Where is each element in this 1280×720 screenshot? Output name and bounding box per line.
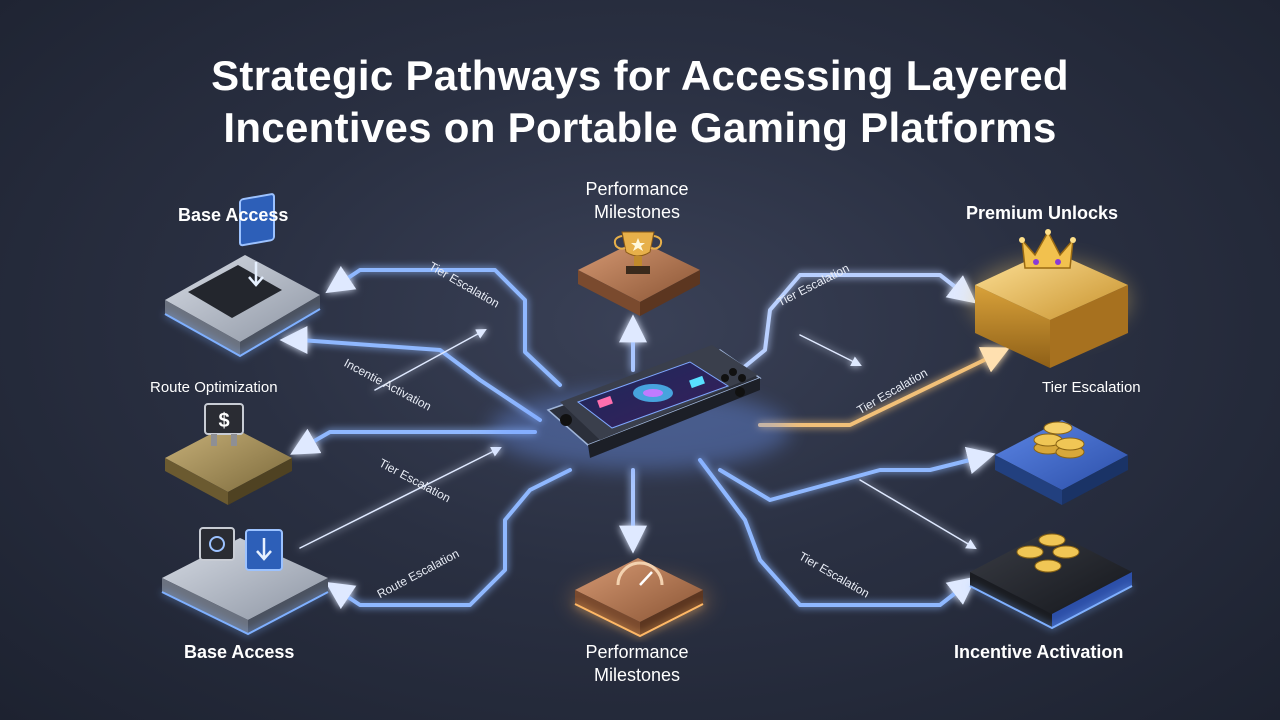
premium-unlocks-block (970, 229, 1130, 368)
path-to-incentive-activation (698, 458, 977, 607)
path-to-base-access-bottom (325, 468, 572, 610)
base-access-bottom-block (161, 527, 329, 636)
blue-coins-block (995, 420, 1128, 505)
label-performance-top: Performance Milestones (572, 178, 702, 224)
route-optimization-block: $ (165, 403, 292, 505)
gauge-icon (616, 561, 664, 586)
thin-arrow-1 (374, 328, 487, 391)
thin-arrow-3 (799, 334, 862, 366)
crown-icon (1019, 229, 1076, 269)
incentive-activation-block (969, 530, 1133, 630)
label-base-access-top: Base Access (178, 205, 289, 225)
label-performance-bottom-line2: Milestones (593, 665, 681, 685)
path-to-route-optimization (290, 428, 537, 455)
pathways (279, 265, 1011, 610)
coin-stack-icon (1016, 533, 1080, 573)
title-line-1: Strategic Pathways for Accessing Layered (211, 52, 1069, 99)
path-to-premium-unlocks-gold (758, 347, 1011, 427)
thin-arrow-2 (299, 447, 502, 549)
path-to-blue-coins (718, 446, 996, 502)
label-tier-escalation-right: Tier Escalation (1042, 379, 1141, 396)
path-to-premium-unlocks (708, 273, 977, 397)
trophy-icon (613, 231, 663, 274)
download-icon (239, 193, 275, 247)
performance-top-block (578, 231, 700, 316)
dollar-icon: $ (218, 410, 229, 432)
label-base-access-bottom: Base Access (184, 642, 295, 662)
path-to-base-access-top-2 (279, 326, 542, 422)
page-title: Strategic Pathways for Accessing Layered… (140, 50, 1140, 154)
performance-bottom-block (570, 558, 710, 638)
thin-arrow-4 (859, 479, 977, 550)
label-incentive-activation: Incentive Activation (954, 642, 1124, 662)
label-performance-bottom: Performance Milestones (572, 641, 702, 687)
title-line-2: Incentives on Portable Gaming Platforms (223, 104, 1057, 151)
handheld-console (490, 345, 790, 470)
label-performance-top-line2: Milestones (593, 202, 681, 222)
label-route-optimization: Route Optimization (150, 379, 278, 396)
label-performance-bottom-line1: Performance (585, 642, 689, 662)
path-to-base-access-top (325, 265, 562, 387)
label-premium-unlocks: Premium Unlocks (966, 203, 1119, 223)
base-access-top-block (164, 193, 321, 358)
coins-icon (1033, 421, 1085, 459)
gamepad-icon (199, 527, 235, 561)
label-performance-top-line1: Performance (585, 179, 689, 199)
